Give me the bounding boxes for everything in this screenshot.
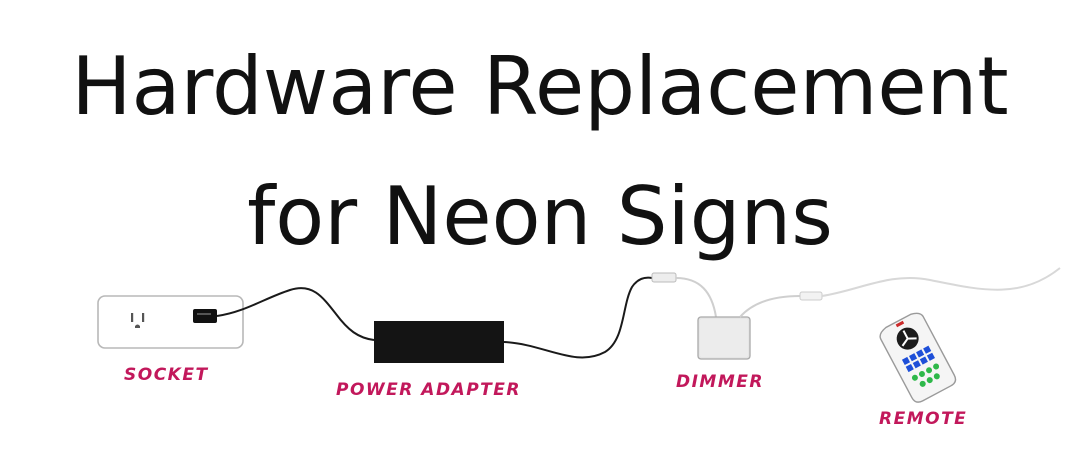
cable-adapter-to-connector (503, 276, 653, 359)
title-line-2: for Neon Signs (247, 170, 833, 263)
cable-connector-2 (799, 291, 823, 301)
remote-green-buttons (911, 363, 940, 387)
title-line-1: Hardware Replacement (71, 40, 1009, 133)
cable-dimmer-out (739, 295, 801, 318)
power-adapter-box (374, 321, 504, 363)
dimmer-illustration (697, 316, 751, 360)
remote-label: REMOTE (879, 409, 968, 429)
power-adapter-label: POWER ADAPTER (336, 380, 521, 400)
plug-icon (193, 309, 217, 323)
remote-illustration (879, 312, 957, 403)
cable-socket-to-adapter (216, 287, 375, 341)
cable-connector (651, 272, 677, 283)
cable-connector-to-dimmer (675, 277, 717, 318)
cable-out-to-sign (821, 267, 1061, 297)
dimmer-label: DIMMER (676, 372, 764, 392)
remote-blue-buttons (901, 345, 935, 373)
outlet-icon (131, 313, 145, 328)
socket-label: SOCKET (124, 365, 209, 385)
socket-illustration (97, 295, 244, 349)
